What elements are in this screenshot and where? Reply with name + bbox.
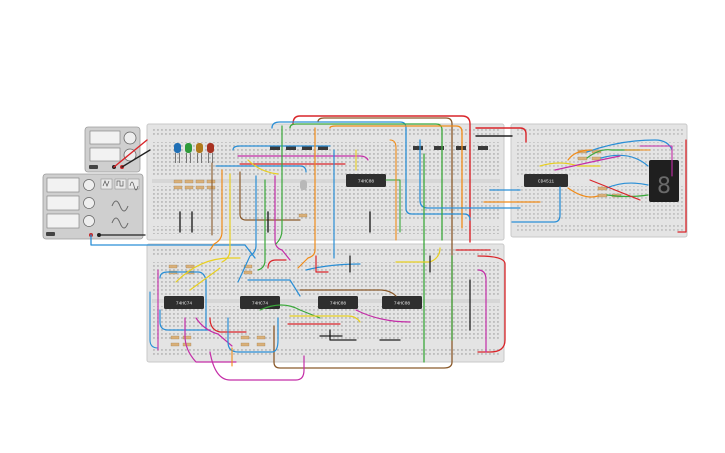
chip-lower-4[interactable]: 74HC08 bbox=[382, 296, 422, 309]
chip-lower-4-label: 74HC08 bbox=[394, 301, 411, 307]
chip-lower-2[interactable]: 74HC74 bbox=[240, 296, 280, 309]
seven-segment-digit: 8 bbox=[657, 174, 671, 199]
chip-upper-label: 74HC08 bbox=[358, 179, 375, 185]
led-green[interactable] bbox=[185, 143, 192, 163]
chip-lower-3[interactable]: 74HC08 bbox=[318, 296, 358, 309]
function-generator[interactable] bbox=[42, 173, 144, 240]
resistors-led bbox=[173, 179, 308, 218]
wires bbox=[90, 115, 687, 381]
upper-rail-components bbox=[270, 146, 488, 150]
seven-segment-display[interactable]: 8 bbox=[649, 160, 679, 202]
led-blue[interactable] bbox=[174, 143, 181, 163]
chip-lower-1-label: 74HC74 bbox=[176, 301, 193, 307]
chip-right-board[interactable]: CD4511 bbox=[524, 174, 568, 187]
chip-right-label: CD4511 bbox=[538, 179, 555, 185]
power-supply[interactable] bbox=[84, 126, 141, 173]
chip-lower-3-label: 74HC08 bbox=[330, 301, 347, 307]
led-red[interactable] bbox=[207, 143, 214, 163]
led-array bbox=[174, 143, 214, 163]
chip-upper-74hc08[interactable]: 74HC08 bbox=[346, 174, 386, 187]
led-orange[interactable] bbox=[196, 143, 203, 163]
chip-lower-1[interactable]: 74HC74 bbox=[164, 296, 204, 309]
chip-lower-2-label: 74HC74 bbox=[252, 301, 269, 307]
gray-led[interactable] bbox=[300, 180, 307, 190]
